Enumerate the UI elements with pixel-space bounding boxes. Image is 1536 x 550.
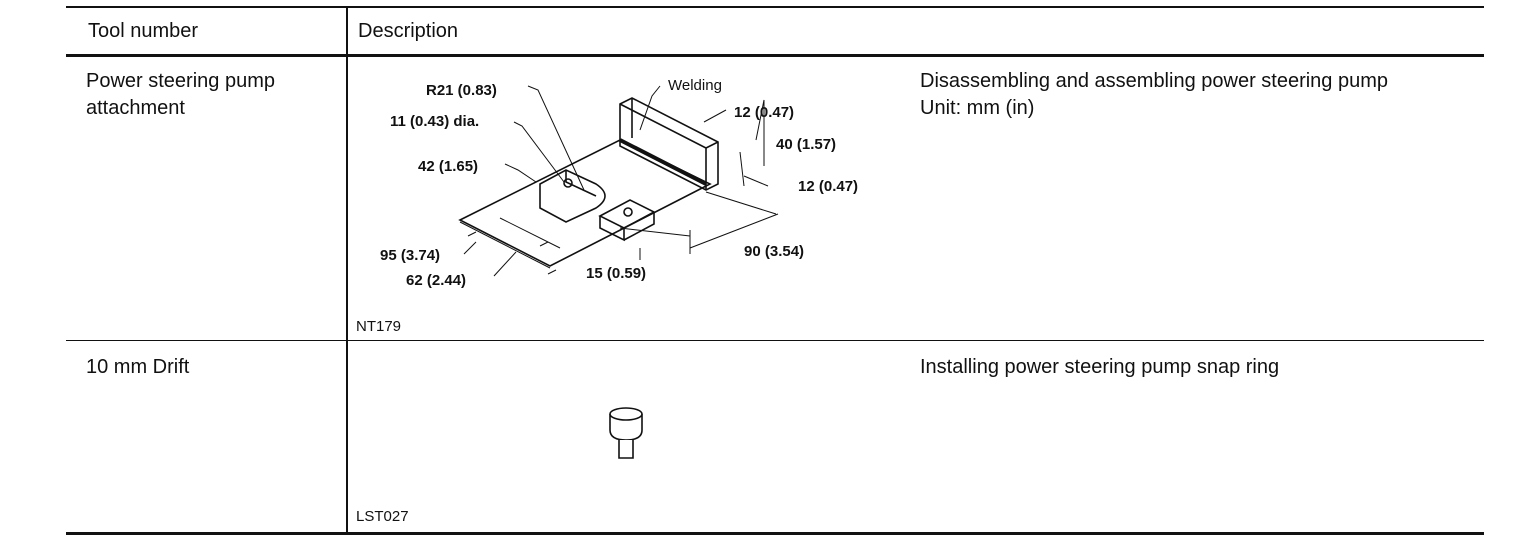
dim-42: 42 (1.65) (418, 158, 478, 175)
column-divider (346, 8, 348, 534)
dim-62: 62 (2.44) (406, 272, 466, 289)
dim-12-side: 12 (0.47) (798, 178, 858, 195)
dim-15: 15 (0.59) (586, 265, 646, 282)
header-tool-number: Tool number (88, 20, 199, 42)
label-welding: Welding (668, 77, 722, 94)
row-divider (66, 340, 1484, 341)
hole-1 (563, 178, 573, 188)
tool-name-pump-attachment: Power steering pump attachment (86, 70, 275, 119)
unit-text: Unit: mm (in) (920, 97, 1035, 119)
base-plate (458, 139, 712, 267)
dim-hole: 11 (0.43) dia. (390, 113, 479, 130)
description-text: Disassembling and assembling power steer… (920, 70, 1389, 92)
header-bottom-rule (66, 54, 1484, 57)
figure-code-nt179: NT179 (356, 318, 402, 335)
description-drift: Installing power steering pump snap ring (920, 356, 1280, 378)
dim-90: 90 (3.54) (744, 243, 804, 260)
tool-name-drift: 10 mm Drift (86, 356, 190, 378)
slot (539, 169, 606, 223)
dim-40: 40 (1.57) (776, 136, 836, 153)
hole-2 (623, 207, 633, 217)
dim-95: 95 (3.74) (380, 247, 440, 264)
drift-drawing (609, 407, 643, 459)
tab (598, 199, 656, 229)
description-pump-attachment: Disassembling and assembling power steer… (920, 68, 1460, 122)
figure-code-lst027: LST027 (356, 508, 409, 525)
pump-attachment-drawing: R21 (0.83) 11 (0.43) dia. 42 (1.65) 95 (… (380, 77, 858, 289)
header-description: Description (358, 20, 459, 42)
dim-12-top: 12 (0.47) (734, 104, 794, 121)
table-bottom-rule (66, 532, 1484, 535)
table-top-rule (66, 6, 1484, 8)
weld-line (619, 138, 707, 186)
dim-radius: R21 (0.83) (426, 82, 497, 99)
